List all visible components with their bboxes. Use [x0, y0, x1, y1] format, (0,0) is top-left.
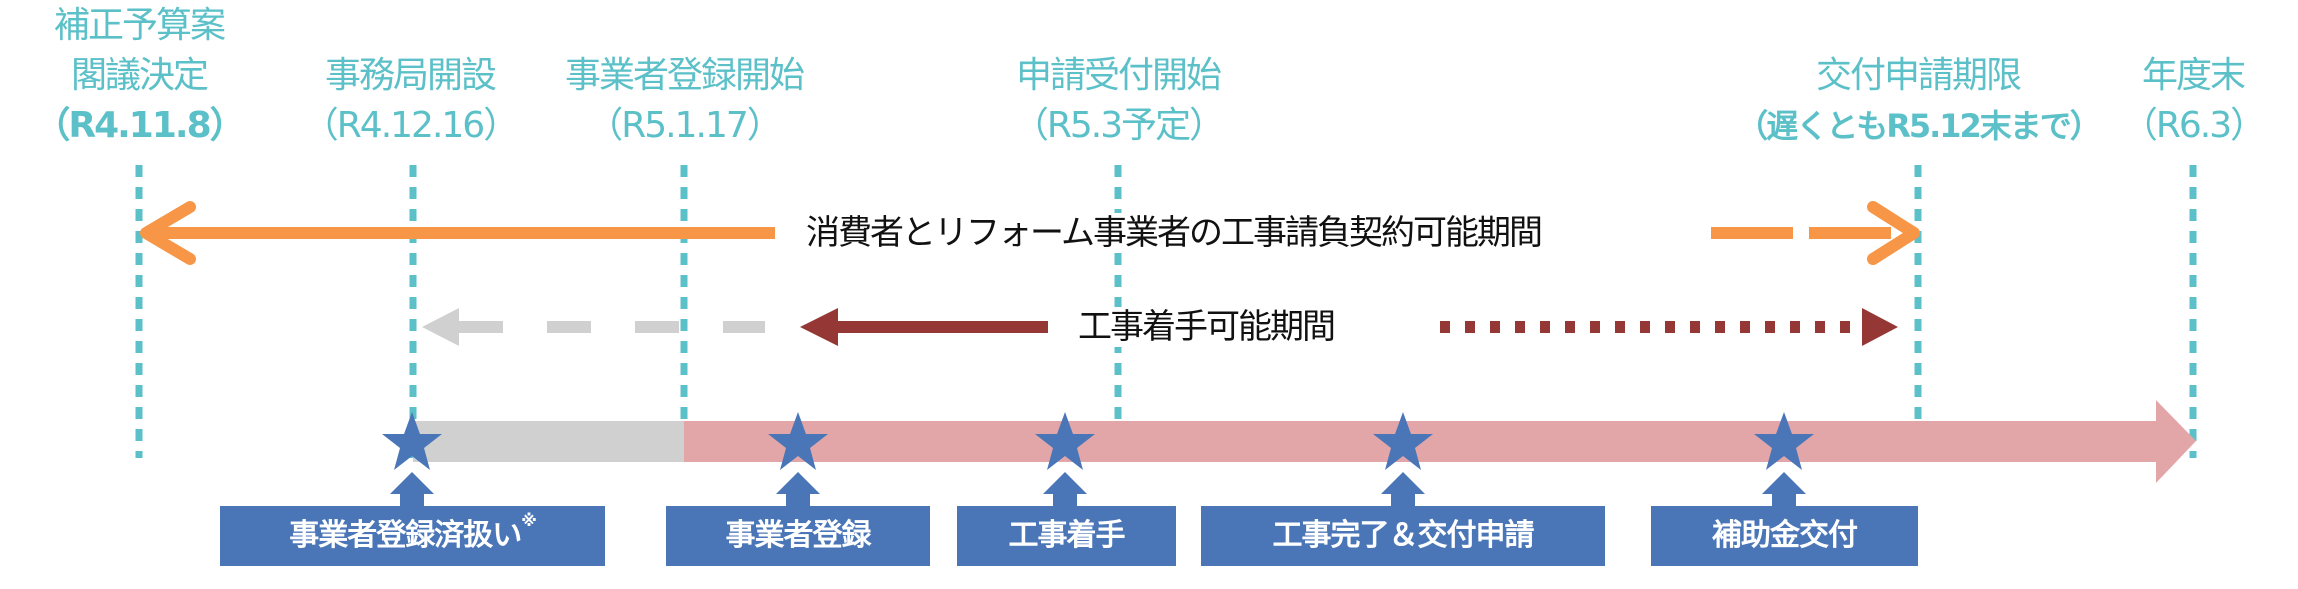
- contract-arrow-left-head: [140, 201, 196, 265]
- star-icon: [1035, 412, 1095, 470]
- milestone-date-application: （R5.3予定）: [1012, 105, 1225, 146]
- step-label: 工事着手: [1008, 518, 1126, 553]
- star-icon: [768, 412, 828, 470]
- up-arrow-icon: [390, 472, 434, 506]
- step-label: 事業者登録済扱い: [289, 518, 522, 553]
- contract-arrow-right-head: [1867, 201, 1920, 265]
- construction-arrow-red-head: [800, 308, 838, 346]
- star-icon: [1754, 412, 1814, 470]
- construction-arrow-gray-head: [422, 308, 459, 346]
- construction-arrow-right-head: [1862, 308, 1898, 346]
- step-label: 補助金交付: [1712, 518, 1858, 553]
- step-box-completion-application: 工事完了＆交付申請: [1201, 506, 1605, 566]
- step-box-registered-equivalent: 事業者登録済扱い※: [220, 506, 605, 566]
- milestone-date-fiscal-end: （R6.3）: [2121, 105, 2266, 146]
- contract-period-label: 消費者とリフォーム事業者の工事請負契約可能期間: [798, 213, 1549, 253]
- up-arrow-icon: [1762, 472, 1806, 506]
- up-arrow-icon: [1381, 472, 1425, 506]
- milestone-label-budget-line2: 閣議決定: [70, 55, 209, 96]
- milestone-label-office: 事務局開設: [324, 55, 497, 96]
- step-label: 事業者登録: [725, 518, 872, 553]
- milestone-label-registration: 事業者登録開始: [564, 55, 805, 96]
- up-arrow-icon: [1043, 472, 1087, 506]
- milestone-label-deadline: 交付申請期限: [1815, 55, 2022, 96]
- milestone-date-budget: （R4.11.8）: [34, 105, 245, 146]
- timeline-bar-arrow: [684, 400, 2196, 483]
- milestone-label-application: 申請受付開始: [1015, 55, 1222, 96]
- star-icon: [382, 412, 442, 470]
- timeline-bar-pre: [413, 421, 684, 462]
- milestone-date-deadline: （遅くともR5.12末まで）: [1736, 107, 2102, 145]
- milestone-label-budget-line1: 補正予算案: [53, 5, 226, 46]
- up-arrow-icon: [776, 472, 820, 506]
- milestone-date-office: （R4.12.16）: [302, 105, 519, 146]
- star-icon: [1373, 412, 1433, 470]
- footnote-mark: ※: [521, 511, 537, 530]
- step-box-subsidy-payment: 補助金交付: [1651, 506, 1918, 566]
- construction-period-label: 工事着手可能期間: [1070, 307, 1342, 347]
- step-box-construction-start: 工事着手: [957, 506, 1176, 566]
- step-label: 工事完了＆交付申請: [1272, 518, 1535, 553]
- step-box-registration: 事業者登録: [666, 506, 930, 566]
- milestone-label-fiscal-end: 年度末: [2141, 55, 2246, 96]
- milestone-date-registration: （R5.1.17）: [587, 105, 783, 146]
